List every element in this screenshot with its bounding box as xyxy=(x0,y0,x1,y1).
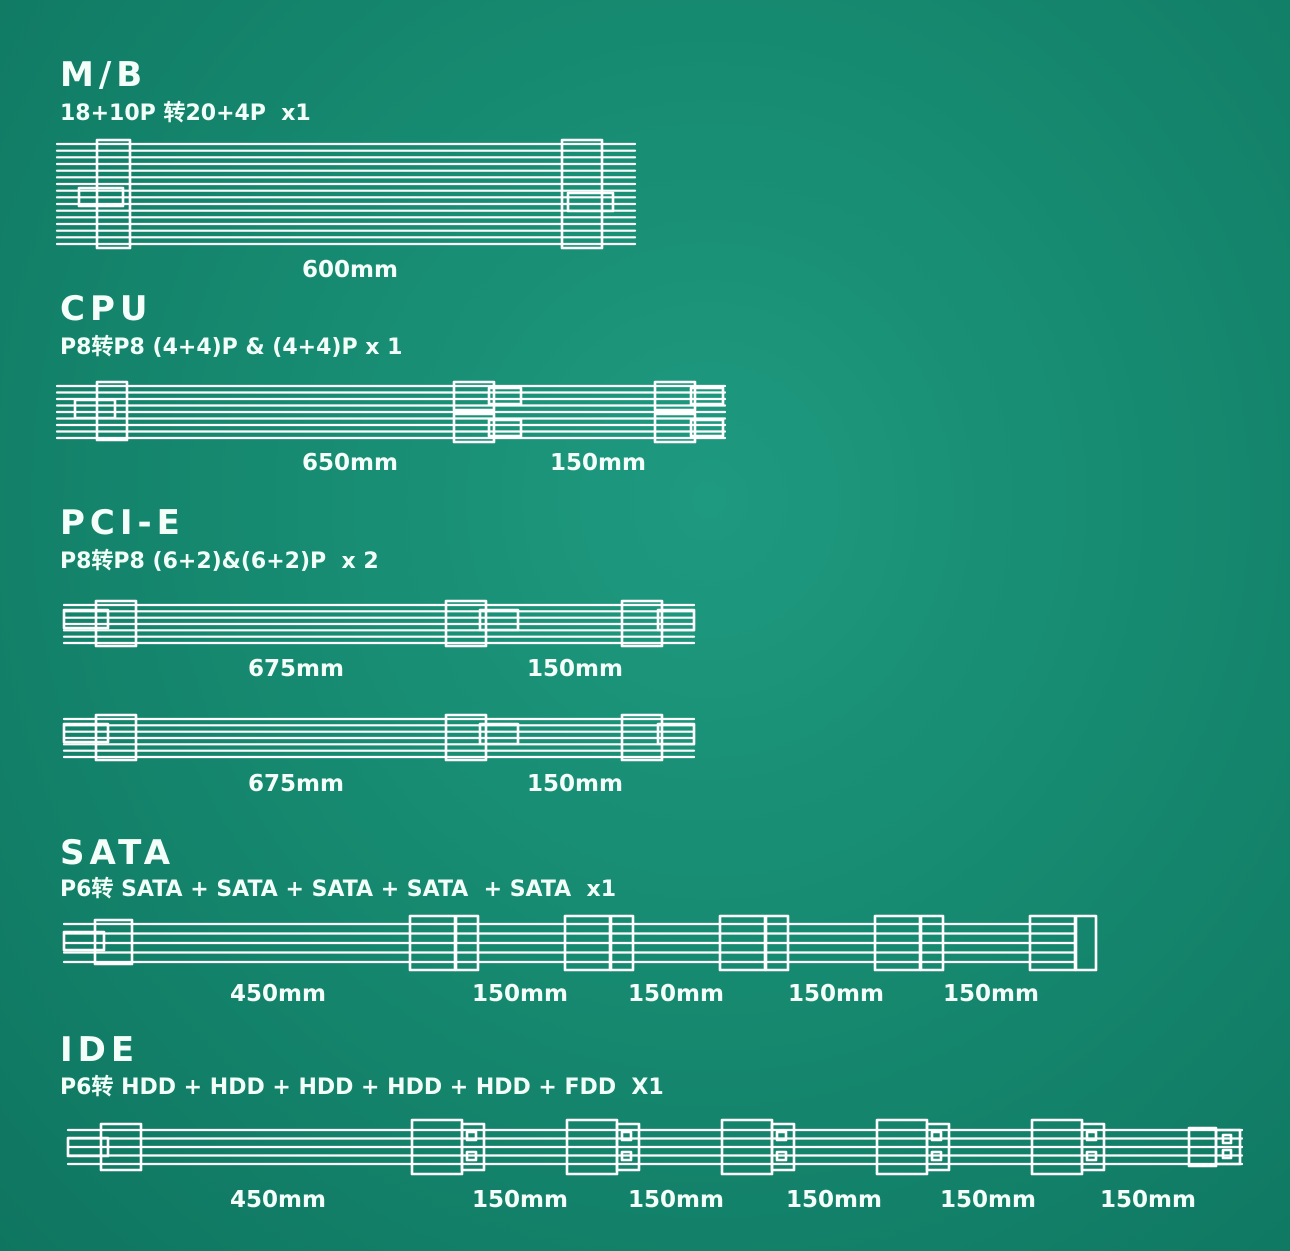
sata-connector-4-tab xyxy=(921,916,943,970)
connector-pin xyxy=(467,1132,476,1140)
cpu-latch-1a xyxy=(489,388,521,404)
connector-pin xyxy=(1087,1132,1096,1140)
cpu-length-label-2: 150mm xyxy=(550,450,646,476)
cpu-cable xyxy=(57,378,732,446)
connector-pin xyxy=(777,1152,786,1160)
ide-hdd-connector-5-pins xyxy=(1082,1124,1104,1170)
sata-connector-1-tab xyxy=(456,916,478,970)
sata-length-label-3: 150mm xyxy=(628,981,724,1007)
sata-connector-5-tab xyxy=(1076,916,1096,970)
ide-length-label-6: 150mm xyxy=(1100,1187,1196,1213)
pcie-title: PCI-E xyxy=(60,503,185,543)
connector-pin xyxy=(777,1132,786,1140)
pcie-1-latch-1 xyxy=(480,610,518,630)
cpu-latch xyxy=(75,400,115,418)
pcie-2-connector-2 xyxy=(622,715,662,760)
mb-cable xyxy=(57,138,637,250)
connector-pin xyxy=(1087,1152,1096,1160)
ide-length-label-2: 150mm xyxy=(472,1187,568,1213)
pcie-2-latch-1 xyxy=(480,724,518,744)
sata-connector-3-tab xyxy=(766,916,788,970)
sata-spec: P6转 SATA + SATA + SATA + SATA + SATA x1 xyxy=(60,877,617,902)
ide-title: IDE xyxy=(60,1030,140,1070)
mb-24pin-connector xyxy=(97,140,130,248)
pcie-2-length-label-1: 675mm xyxy=(248,771,344,797)
connector-pin xyxy=(1223,1150,1231,1158)
ide-hdd-connector-4-pins xyxy=(927,1124,949,1170)
pcie-1-psu-connector xyxy=(96,601,136,646)
pcie-1-connector-2 xyxy=(622,601,662,646)
ide-cable-wires xyxy=(68,1130,1242,1164)
ide-length-label-5: 150mm xyxy=(940,1187,1036,1213)
cpu-latch-1b xyxy=(489,420,521,436)
ide-spec: P6转 HDD + HDD + HDD + HDD + HDD + FDD X1 xyxy=(60,1075,664,1100)
mb-latch xyxy=(79,188,123,206)
pcie-1-latch xyxy=(64,610,108,628)
pcie-cable-2 xyxy=(60,712,700,764)
pcie-2-connector-1 xyxy=(446,715,486,760)
sata-psu-connector xyxy=(95,920,132,964)
ide-hdd-connector-3-pins xyxy=(772,1124,794,1170)
ide-latch xyxy=(68,1138,108,1156)
cpu-spec: P8转P8 (4+4)P & (4+4)P x 1 xyxy=(60,335,403,360)
cpu-connector-2b xyxy=(655,414,695,442)
cpu-connector-1a xyxy=(454,382,494,410)
pcie-1-length-label-2: 150mm xyxy=(527,656,623,682)
ide-length-label-3: 150mm xyxy=(628,1187,724,1213)
pcie-1-latch-2 xyxy=(658,610,694,630)
connector-pin xyxy=(932,1152,941,1160)
cpu-connector-2a xyxy=(655,382,695,410)
ide-hdd-connector-1-pins xyxy=(462,1124,484,1170)
connector-pin xyxy=(622,1152,631,1160)
pcie-2-latch xyxy=(64,724,108,742)
ide-cable xyxy=(64,1118,1246,1178)
cpu-latch-2b xyxy=(691,420,723,436)
ide-length-label-1: 450mm xyxy=(230,1187,326,1213)
sata-cable-wires xyxy=(64,924,1075,962)
cpu-title: CPU xyxy=(60,289,153,329)
ide-psu-connector xyxy=(101,1124,141,1170)
sata-length-label-4: 150mm xyxy=(788,981,884,1007)
mb-title: M/B xyxy=(60,55,148,95)
pcie-cable-1 xyxy=(60,598,700,650)
cpu-cable-wires xyxy=(57,386,725,438)
pcie-spec: P8转P8 (6+2)&(6+2)P x 2 xyxy=(60,549,379,574)
sata-length-label-1: 450mm xyxy=(230,981,326,1007)
connector-pin xyxy=(1223,1135,1231,1143)
sata-title: SATA xyxy=(60,833,176,873)
mb-spec: 18+10P 转20+4P x1 xyxy=(60,101,311,126)
mb-psu-latch xyxy=(568,193,613,211)
pcie-1-length-label-1: 675mm xyxy=(248,656,344,682)
sata-connector-2-tab xyxy=(611,916,633,970)
pcie-cable-1-wires xyxy=(64,605,694,643)
pcie-2-psu-connector xyxy=(96,715,136,760)
cpu-latch-2a xyxy=(691,388,723,404)
sata-length-label-2: 150mm xyxy=(472,981,568,1007)
pcie-2-latch-2 xyxy=(658,724,694,744)
sata-length-label-5: 150mm xyxy=(943,981,1039,1007)
cpu-connector-1b xyxy=(454,414,494,442)
ide-length-label-4: 150mm xyxy=(786,1187,882,1213)
sata-latch xyxy=(64,932,104,950)
sata-cable xyxy=(60,912,1100,974)
mb-cable-wires xyxy=(57,144,635,244)
cpu-psu-connector xyxy=(97,382,127,440)
mb-length-label: 600mm xyxy=(302,257,398,283)
cpu-length-label-1: 650mm xyxy=(302,450,398,476)
ide-fdd-connector-pins xyxy=(1216,1130,1240,1164)
pcie-cable-2-wires xyxy=(64,719,694,757)
pcie-2-length-label-2: 150mm xyxy=(527,771,623,797)
connector-pin xyxy=(622,1132,631,1140)
connector-pin xyxy=(467,1152,476,1160)
connector-pin xyxy=(932,1132,941,1140)
pcie-1-connector-1 xyxy=(446,601,486,646)
ide-hdd-connector-2-pins xyxy=(617,1124,639,1170)
